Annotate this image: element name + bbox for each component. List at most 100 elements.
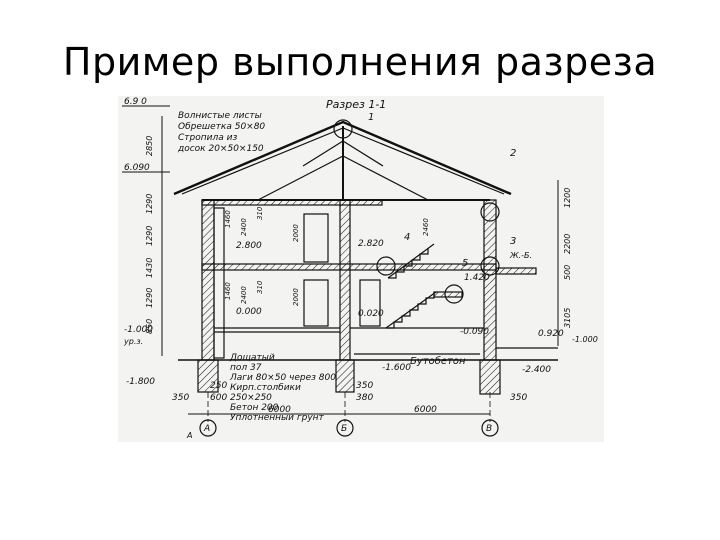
door-lower	[303, 279, 329, 327]
dim-text: 2850	[145, 136, 154, 156]
dim-text: 2460	[422, 218, 430, 236]
level-mark: 0.000	[236, 307, 262, 317]
door-upper	[303, 213, 329, 263]
level-mark: -1.600	[382, 363, 411, 373]
staircase	[376, 243, 500, 329]
dim-text: 850	[145, 319, 154, 334]
wall-axis-b	[339, 199, 351, 361]
foundation-note: Лаги 80×50 через 800	[229, 373, 336, 383]
callout-circle-1	[333, 119, 353, 139]
dim-text: 2200	[563, 234, 572, 254]
foundation-v	[479, 359, 501, 395]
porch	[495, 267, 558, 349]
dim-text: 1200	[563, 188, 572, 208]
dim-text: 1290	[145, 288, 154, 308]
dim-text: 310	[256, 280, 264, 294]
roof-note: досок 20×50×150	[177, 144, 264, 154]
landing	[433, 291, 463, 298]
dim-text: 1460	[224, 210, 232, 228]
foundation-note: Дощатый	[229, 353, 275, 363]
section-label: Разрез 1-1	[326, 98, 386, 111]
dim-text: 600	[210, 393, 227, 403]
axis-lines	[188, 392, 499, 437]
roof-slope	[173, 120, 512, 196]
dim-text: 380	[356, 393, 373, 403]
foundation-note: Кирп.столбики	[230, 383, 301, 393]
axis-label: А	[203, 424, 210, 434]
door-lower-2	[359, 279, 381, 327]
dim-text: 350	[356, 381, 373, 391]
level-mark: 6.9 0	[124, 97, 147, 107]
foundation-b	[335, 359, 355, 393]
level-mark: 2.800	[236, 241, 262, 251]
section-drawing: Разрез 1-1 Волнистые листы Обрешетка 50×…	[118, 96, 604, 442]
callout-label: 4	[404, 232, 410, 243]
dim-text: 1290	[145, 226, 154, 246]
level-mark: -1.000	[124, 325, 153, 335]
porch-slab	[495, 267, 537, 275]
truss-strut	[342, 140, 384, 167]
dim-text: 350	[172, 393, 189, 403]
level-mark: -2.400	[522, 365, 551, 375]
dim-text: 2400	[240, 286, 248, 304]
level-mark: 0.020	[358, 309, 384, 319]
dim-text: 350	[510, 393, 527, 403]
axis-label: Б	[341, 424, 347, 434]
dim-text: 1290	[145, 194, 154, 214]
level-mark: -1.800	[126, 377, 155, 387]
truss-strut	[342, 155, 429, 201]
dim-text: 2000	[292, 288, 300, 306]
level-mark: 0.920	[538, 329, 564, 339]
dim-text: 310	[256, 206, 264, 220]
callout-label: 1	[368, 112, 374, 123]
material-label: Бутобетон	[410, 355, 466, 367]
dim-text: 2000	[292, 224, 300, 242]
dim-text: 250	[210, 381, 227, 391]
level-mark: Ж.-Б.	[509, 251, 532, 260]
axis-label: А	[186, 431, 192, 440]
dim-text: 3105	[563, 308, 572, 328]
axis-circle-v	[481, 419, 499, 437]
dim-text: 6000	[268, 405, 291, 415]
callout-circle-4	[376, 256, 396, 276]
callout-label: 5	[462, 258, 468, 269]
level-mark: ур.з.	[123, 337, 143, 346]
callout-circle-5	[444, 284, 464, 304]
floors	[201, 199, 497, 333]
foundation-note: Уплотненный грунт	[230, 413, 325, 423]
dim-text: 1430	[145, 258, 154, 278]
foundation-note: 250×250	[230, 393, 272, 403]
wall-inner-a	[213, 207, 225, 359]
roof-note: Обрешетка 50×80	[178, 122, 265, 132]
foundation-note: пол 37	[230, 363, 262, 373]
dim-text: 500	[563, 265, 572, 280]
level-mark: -1.000	[572, 335, 598, 344]
truss-strut	[302, 140, 344, 167]
building-section-svg: Разрез 1-1 Волнистые листы Обрешетка 50×…	[122, 97, 598, 440]
callout-label: 3	[510, 236, 516, 247]
roof-note: Волнистые листы	[178, 111, 262, 121]
attic-slab	[201, 199, 383, 206]
foundations	[178, 353, 558, 395]
dimension-lines	[122, 105, 559, 356]
truss-strut	[257, 155, 344, 201]
level-mark: 6.090	[124, 163, 150, 173]
level-mark: 1.420	[464, 273, 490, 283]
roof-note: Стропила из	[178, 133, 237, 143]
dim-text: 2400	[240, 218, 248, 236]
axis-label: В	[486, 424, 492, 434]
level-mark: -0.090	[460, 327, 489, 337]
axis-circle-a	[199, 419, 217, 437]
axis-circle-b	[336, 419, 354, 437]
doors	[303, 213, 381, 327]
stair-flight-upper	[388, 248, 429, 279]
wall-axis-a	[201, 199, 215, 361]
level-mark: 2.820	[358, 239, 384, 249]
callout-label: 2	[510, 148, 516, 159]
floor-slab-1	[201, 263, 497, 271]
dim-text: 6000	[414, 405, 437, 415]
dim-text: 1460	[224, 282, 232, 300]
callout-circle-3	[480, 256, 500, 276]
slide-title: Пример выполнения разреза	[62, 40, 658, 84]
foundation-note: Бетон 200	[230, 403, 279, 413]
